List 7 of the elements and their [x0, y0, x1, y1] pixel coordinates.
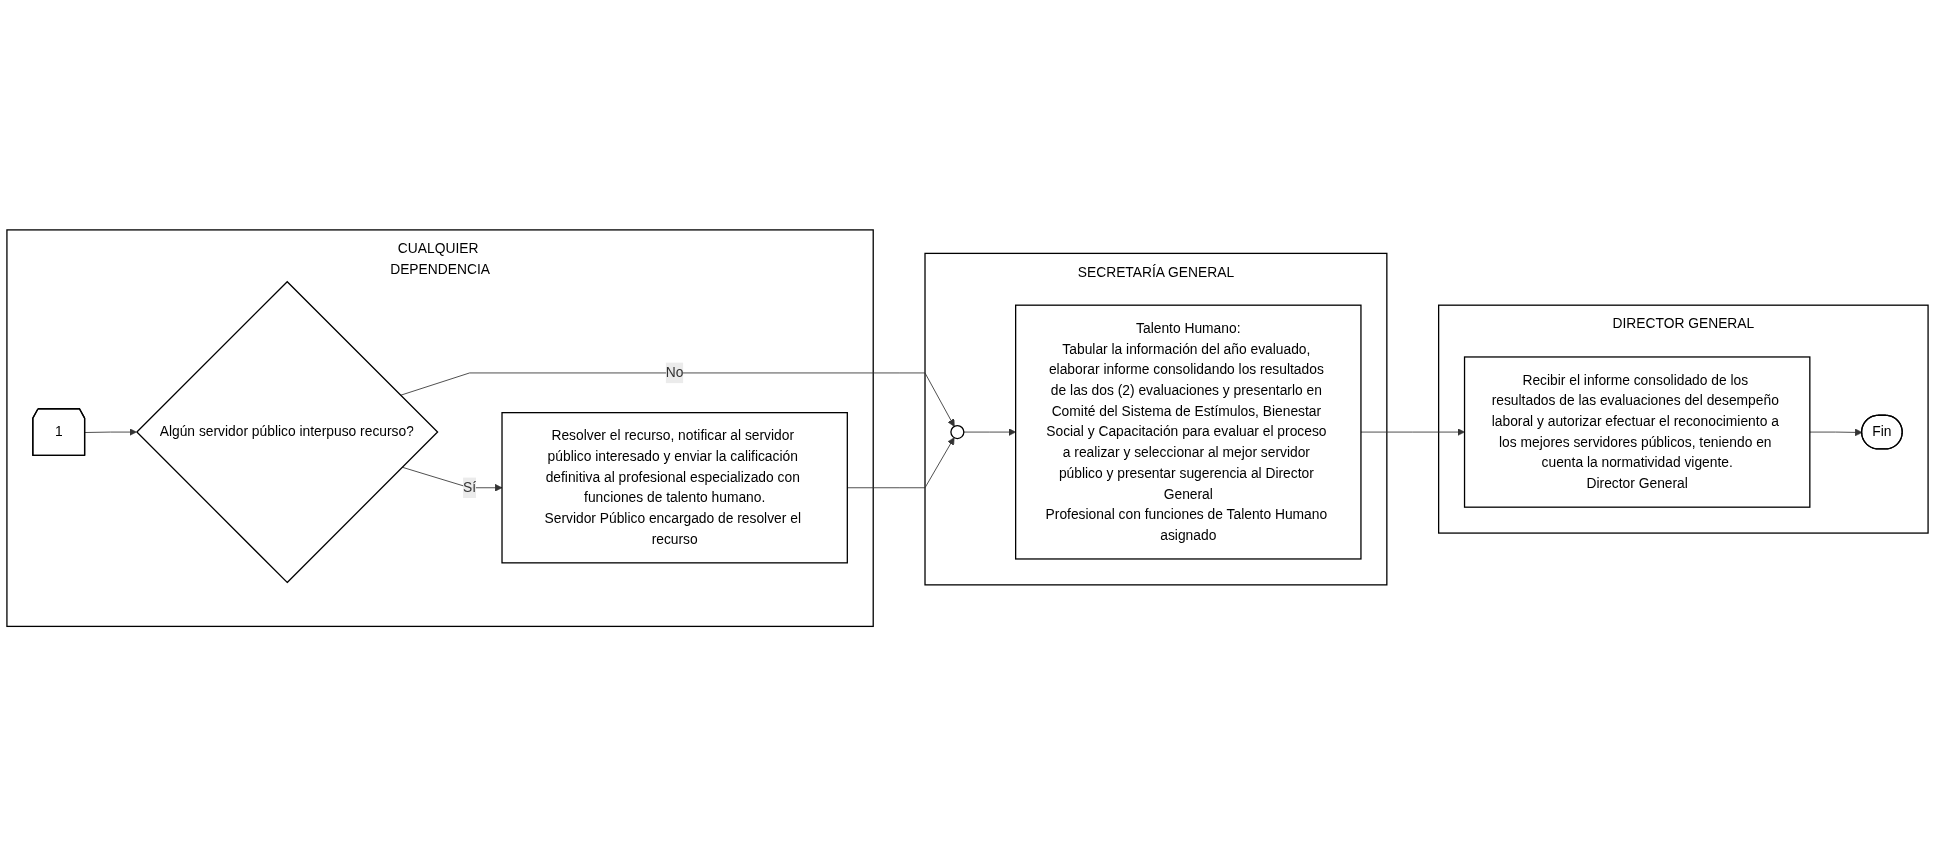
node-circle — [950, 424, 965, 440]
node-diamond: Algún servidor público interpuso recurso? — [135, 280, 439, 584]
node-box: Talento Humano: Tabular la información del año evaluado, elaborar informe consolidando los resultados de las dos (2) evaluaciones y presentarlo en Comité del Sistema de Estímulos, Bienestar Social y Capacitación para evaluar el proceso a realizar y seleccionar al mejor servidor público y presentar sugerencia al Director General Profesional con funciones de Talento Humano asignado — [1015, 304, 1362, 560]
edge-label: Sí — [463, 479, 477, 495]
node-box: Resolver el recurso, notificar al servidor público interesado y enviar la calificación definitiva al profesional especializado con funciones de talento humano. Servidor Público encargado de resolver el recurso — [501, 411, 848, 564]
node-box: Recibir el informe consolidado de los resultados de las evaluaciones del desempeño laboral y autorizar efectuar el reconocimiento a los mejores servidores públicos, teniendo en cuenta la normatividad vigente. Director General — [1463, 356, 1811, 508]
edge-label: No — [665, 365, 684, 380]
